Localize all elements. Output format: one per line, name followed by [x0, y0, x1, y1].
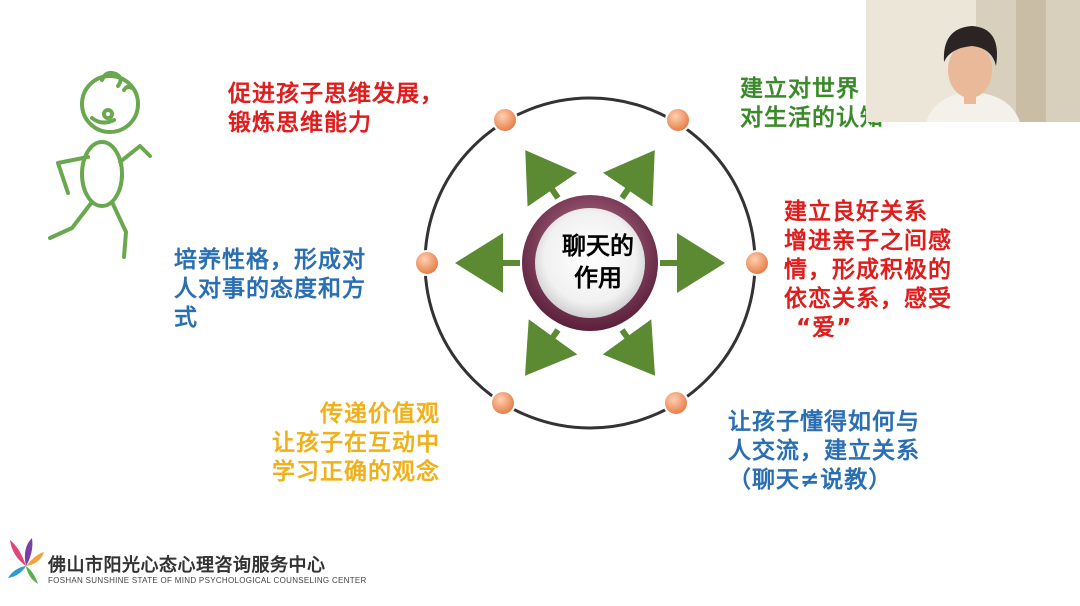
- hub: [535, 208, 645, 318]
- item-line: 促进孩子思维发展，: [228, 81, 444, 107]
- nodes: [414, 107, 770, 416]
- item-line: 增进亲子之间感: [784, 228, 952, 254]
- item-top-left: 促进孩子思维发展， 锻炼思维能力: [228, 80, 444, 138]
- item-line: 依恋关系，感受: [784, 286, 952, 312]
- center-label: 聊天的 作用: [538, 230, 658, 294]
- item-left: 培养性格，形成对 人对事的态度和方 式: [174, 246, 366, 333]
- item-line: 传递价值观: [320, 401, 440, 427]
- item-line: 锻炼思维能力: [228, 110, 372, 136]
- item-line: 建立对世界: [740, 76, 860, 102]
- item-line: （聊天≠说教）: [728, 467, 893, 493]
- item-line: 建立良好关系: [784, 199, 928, 225]
- center-label-line1: 聊天的: [562, 232, 634, 260]
- arrows: [455, 150, 725, 376]
- item-bottom-left: 传递价值观 让孩子在互动中 学习正确的观念: [246, 400, 440, 487]
- item-line: 人对事的态度和方: [174, 276, 366, 302]
- item-line: 让孩子懂得如何与: [728, 409, 920, 435]
- center-logo-icon: [8, 538, 44, 584]
- running-figure-icon: [48, 70, 152, 259]
- item-line: 让孩子在互动中: [272, 430, 440, 456]
- item-right: 建立良好关系 增进亲子之间感 情，形成积极的 依恋关系，感受 “爱”: [784, 198, 952, 343]
- item-bottom-right: 让孩子懂得如何与 人交流，建立关系 （聊天≠说教）: [728, 408, 920, 495]
- org-name: 佛山市阳光心态心理咨询服务中心: [48, 555, 326, 576]
- item-top-right: 建立对世界 对生活的认知: [740, 75, 884, 133]
- item-line: 式: [174, 305, 198, 331]
- item-line: 学习正确的观念: [272, 459, 440, 485]
- item-line: “爱”: [796, 315, 853, 341]
- center-label-line2: 作用: [574, 264, 622, 292]
- item-line: 对生活的认知: [740, 105, 884, 131]
- presenter-video: [866, 0, 1080, 122]
- item-line: 情，形成积极的: [784, 257, 952, 283]
- org-name-en: FOSHAN SUNSHINE STATE OF MIND PSYCHOLOGI…: [48, 576, 367, 585]
- item-line: 培养性格，形成对: [174, 247, 366, 273]
- webcam-overlay: [866, 0, 1080, 122]
- item-line: 人交流，建立关系: [728, 438, 920, 464]
